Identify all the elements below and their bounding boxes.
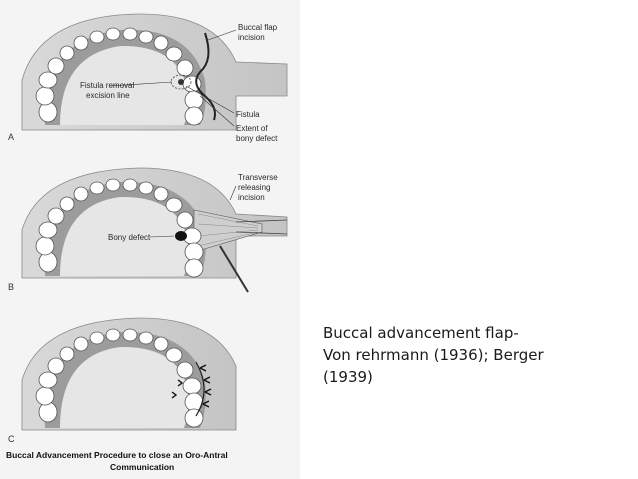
label-transverse-1: Transverse xyxy=(238,173,278,182)
slide-text: Buccal advancement flap- Von rehrmann (1… xyxy=(323,322,623,388)
panel-c: C xyxy=(8,317,237,444)
figure-caption-line-2: Communication xyxy=(110,462,174,472)
label-excision-2: excision line xyxy=(86,91,130,100)
label-extent-1: Extent of xyxy=(236,124,268,133)
diagram-figure: Buccal flap incision Fistula removal exc… xyxy=(0,0,300,479)
panel-letter-a: A xyxy=(8,132,14,142)
label-fistula: Fistula xyxy=(236,110,260,119)
label-buccal-flap-1: Buccal flap xyxy=(238,23,278,32)
label-transverse-3: incision xyxy=(238,193,265,202)
slide-text-line-1: Buccal advancement flap- xyxy=(323,324,519,342)
slide-text-line-3: (1939) xyxy=(323,368,373,386)
slide-text-line-2: Von rehrmann (1936); Berger xyxy=(323,346,544,364)
label-transverse-2: releasing xyxy=(238,183,270,192)
label-bony-defect: Bony defect xyxy=(108,233,151,242)
figure-caption-line-1: Buccal Advancement Procedure to close an… xyxy=(6,450,228,460)
label-buccal-flap-2: incision xyxy=(238,33,265,42)
panel-b: Transverse releasing incision Bony defec… xyxy=(8,167,288,293)
label-excision-1: Fistula removal xyxy=(80,81,134,90)
panel-letter-c: C xyxy=(8,434,15,444)
label-extent-2: bony defect xyxy=(236,134,278,143)
panel-a: Buccal flap incision Fistula removal exc… xyxy=(8,13,288,143)
panel-letter-b: B xyxy=(8,282,14,292)
